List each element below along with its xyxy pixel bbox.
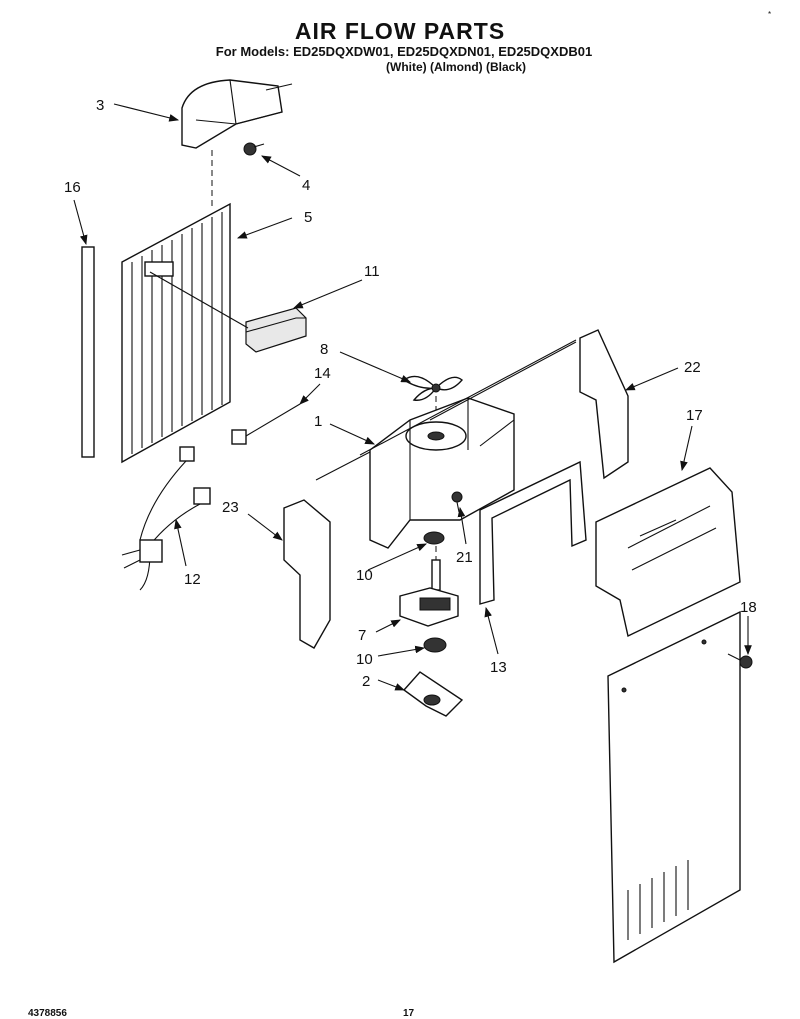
part-12-harness — [121, 446, 211, 591]
callout-18: 18 — [740, 599, 757, 616]
part-11-bracket — [245, 307, 307, 353]
callout-8: 8 — [320, 341, 328, 358]
callout-17: 17 — [686, 407, 703, 424]
part-10-grommet-lower — [423, 637, 447, 653]
part-17-lower-panel — [607, 610, 741, 964]
callout-2: 2 — [362, 673, 370, 690]
callout-5: 5 — [304, 209, 312, 226]
callout-4: 4 — [302, 177, 310, 194]
part-8-fan-blade — [402, 375, 464, 401]
callout-7: 7 — [358, 627, 366, 644]
part-10-grommet-upper — [423, 531, 445, 545]
callout-12: 12 — [184, 571, 201, 588]
callout-21: 21 — [456, 549, 473, 566]
corner-mark: * — [768, 10, 772, 19]
part-16-strip — [81, 246, 95, 458]
part-2-motor-bracket — [402, 671, 464, 717]
leader-lines — [73, 103, 752, 691]
callout-22: 22 — [684, 359, 701, 376]
part-5-grille — [121, 202, 231, 464]
callout-13: 13 — [490, 659, 507, 676]
part-13-gasket — [479, 460, 587, 605]
callout-14: 14 — [314, 365, 331, 382]
callout-10-upper: 10 — [356, 567, 373, 584]
page-title: AIR FLOW PARTS — [294, 18, 506, 44]
callout-11: 11 — [364, 263, 380, 280]
part-4-screw — [243, 142, 265, 156]
callout-10-lower: 10 — [356, 651, 373, 668]
part-14-thermistor — [231, 403, 301, 445]
part-7-fan-motor — [399, 559, 459, 627]
document-number: 4378856 — [28, 1008, 67, 1019]
callout-23: 23 — [222, 499, 239, 516]
part-18-screw — [727, 653, 753, 669]
callout-3: 3 — [96, 97, 104, 114]
part-22-baffle — [579, 329, 629, 480]
part-1-fan-shroud — [369, 397, 515, 549]
part-17-duct-cover — [595, 467, 741, 638]
part-23-side-baffle — [283, 499, 331, 649]
page-number: 17 — [403, 1008, 415, 1019]
part-3-duct-cap — [181, 79, 293, 149]
callout-1: 1 — [314, 413, 322, 430]
model-list: For Models: ED25DQXDW01, ED25DQXDN01, ED… — [215, 44, 593, 59]
callout-16: 16 — [64, 179, 81, 196]
color-list: (White) (Almond) (Black) — [386, 60, 526, 74]
